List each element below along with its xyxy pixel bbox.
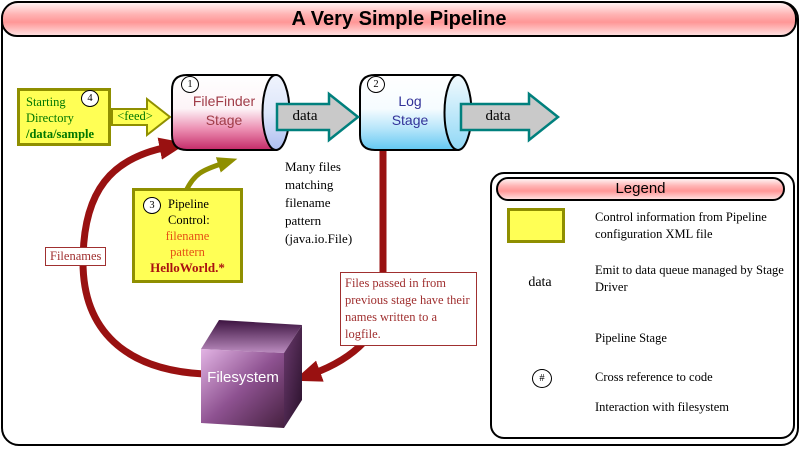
- filenames-label: Filenames: [45, 247, 107, 266]
- data-label-2: data: [485, 108, 511, 124]
- legend-hash-circle-swatch: #: [532, 369, 552, 388]
- pipeline-control-box: 3 Pipeline Control: filename pattern Hel…: [132, 188, 243, 283]
- log-cylinder-body: [359, 74, 459, 151]
- many-files-line1: Many files: [285, 159, 341, 174]
- legend-data-swatch-text: data: [528, 275, 552, 290]
- legend-title: Legend: [615, 180, 666, 197]
- code-ref-3: 3: [143, 197, 161, 214]
- filefinder-cylinder-body: [171, 74, 277, 151]
- legend-item-control-label: Control information from Pipeline config…: [595, 210, 767, 241]
- page-title: A Very Simple Pipeline: [291, 8, 507, 30]
- filesystem-cube-front: [201, 349, 284, 428]
- many-files-line5: (java.io.File): [285, 231, 353, 246]
- legend-header: Legend: [496, 177, 785, 201]
- many-files-line4: pattern: [285, 213, 322, 228]
- legend-item-filesystem-label: Interaction with filesystem: [595, 400, 729, 414]
- pattern-value: HelloWorld.*: [150, 260, 225, 275]
- feed-label: <feed>: [117, 109, 153, 123]
- filesystem-cube-right: [284, 325, 302, 428]
- start-box-line1: Starting: [26, 95, 66, 109]
- log-stage-line2: Stage: [391, 112, 429, 128]
- title-bar: A Very Simple Pipeline: [1, 1, 797, 37]
- many-files-line3: filename: [285, 195, 331, 210]
- pattern-word2: pattern: [170, 245, 205, 259]
- feed-arrow: [111, 96, 172, 138]
- starting-directory-box: Starting Directory /data/sample: [17, 88, 111, 146]
- control-title-line2: Control:: [168, 213, 210, 227]
- start-box-path: /data/sample: [26, 127, 95, 141]
- legend-item-crossref-label: Cross reference to code: [595, 370, 713, 384]
- filefinder-stage-line1: FileFinder: [192, 93, 256, 109]
- log-stage-label: Log Stage: [362, 92, 458, 130]
- control-to-stage-arrow: [183, 157, 238, 193]
- control-box-title: Pipeline Control:: [168, 196, 210, 228]
- data-label-1: data: [292, 108, 318, 124]
- filefinder-stage-label: FileFinder Stage: [174, 92, 274, 130]
- pattern-word1: filename: [165, 229, 210, 243]
- many-files-note: Many files matching filename pattern (ja…: [285, 158, 397, 248]
- data-arrow-1: [275, 91, 361, 143]
- data-arrow-2: [459, 91, 561, 143]
- control-title-line1: Pipeline: [168, 197, 209, 211]
- filesystem-cube-top: [201, 320, 302, 353]
- legend-item-data-label: Emit to data queue managed by Stage Driv…: [595, 263, 784, 294]
- filefinder-stage-line2: Stage: [205, 112, 243, 128]
- code-ref-4: 4: [81, 90, 99, 107]
- filesystem-label: Filesystem: [207, 369, 279, 386]
- many-files-line2: matching: [285, 177, 334, 192]
- log-note-box: Files passed in from previous stage have…: [340, 272, 477, 346]
- legend-item-stage-label: Pipeline Stage: [595, 331, 667, 345]
- log-stage-line1: Log: [398, 93, 422, 109]
- start-box-line2: Directory: [26, 111, 74, 125]
- code-ref-1: 1: [181, 76, 199, 93]
- legend-control-box-swatch: [507, 208, 565, 243]
- code-ref-2: 2: [367, 76, 385, 93]
